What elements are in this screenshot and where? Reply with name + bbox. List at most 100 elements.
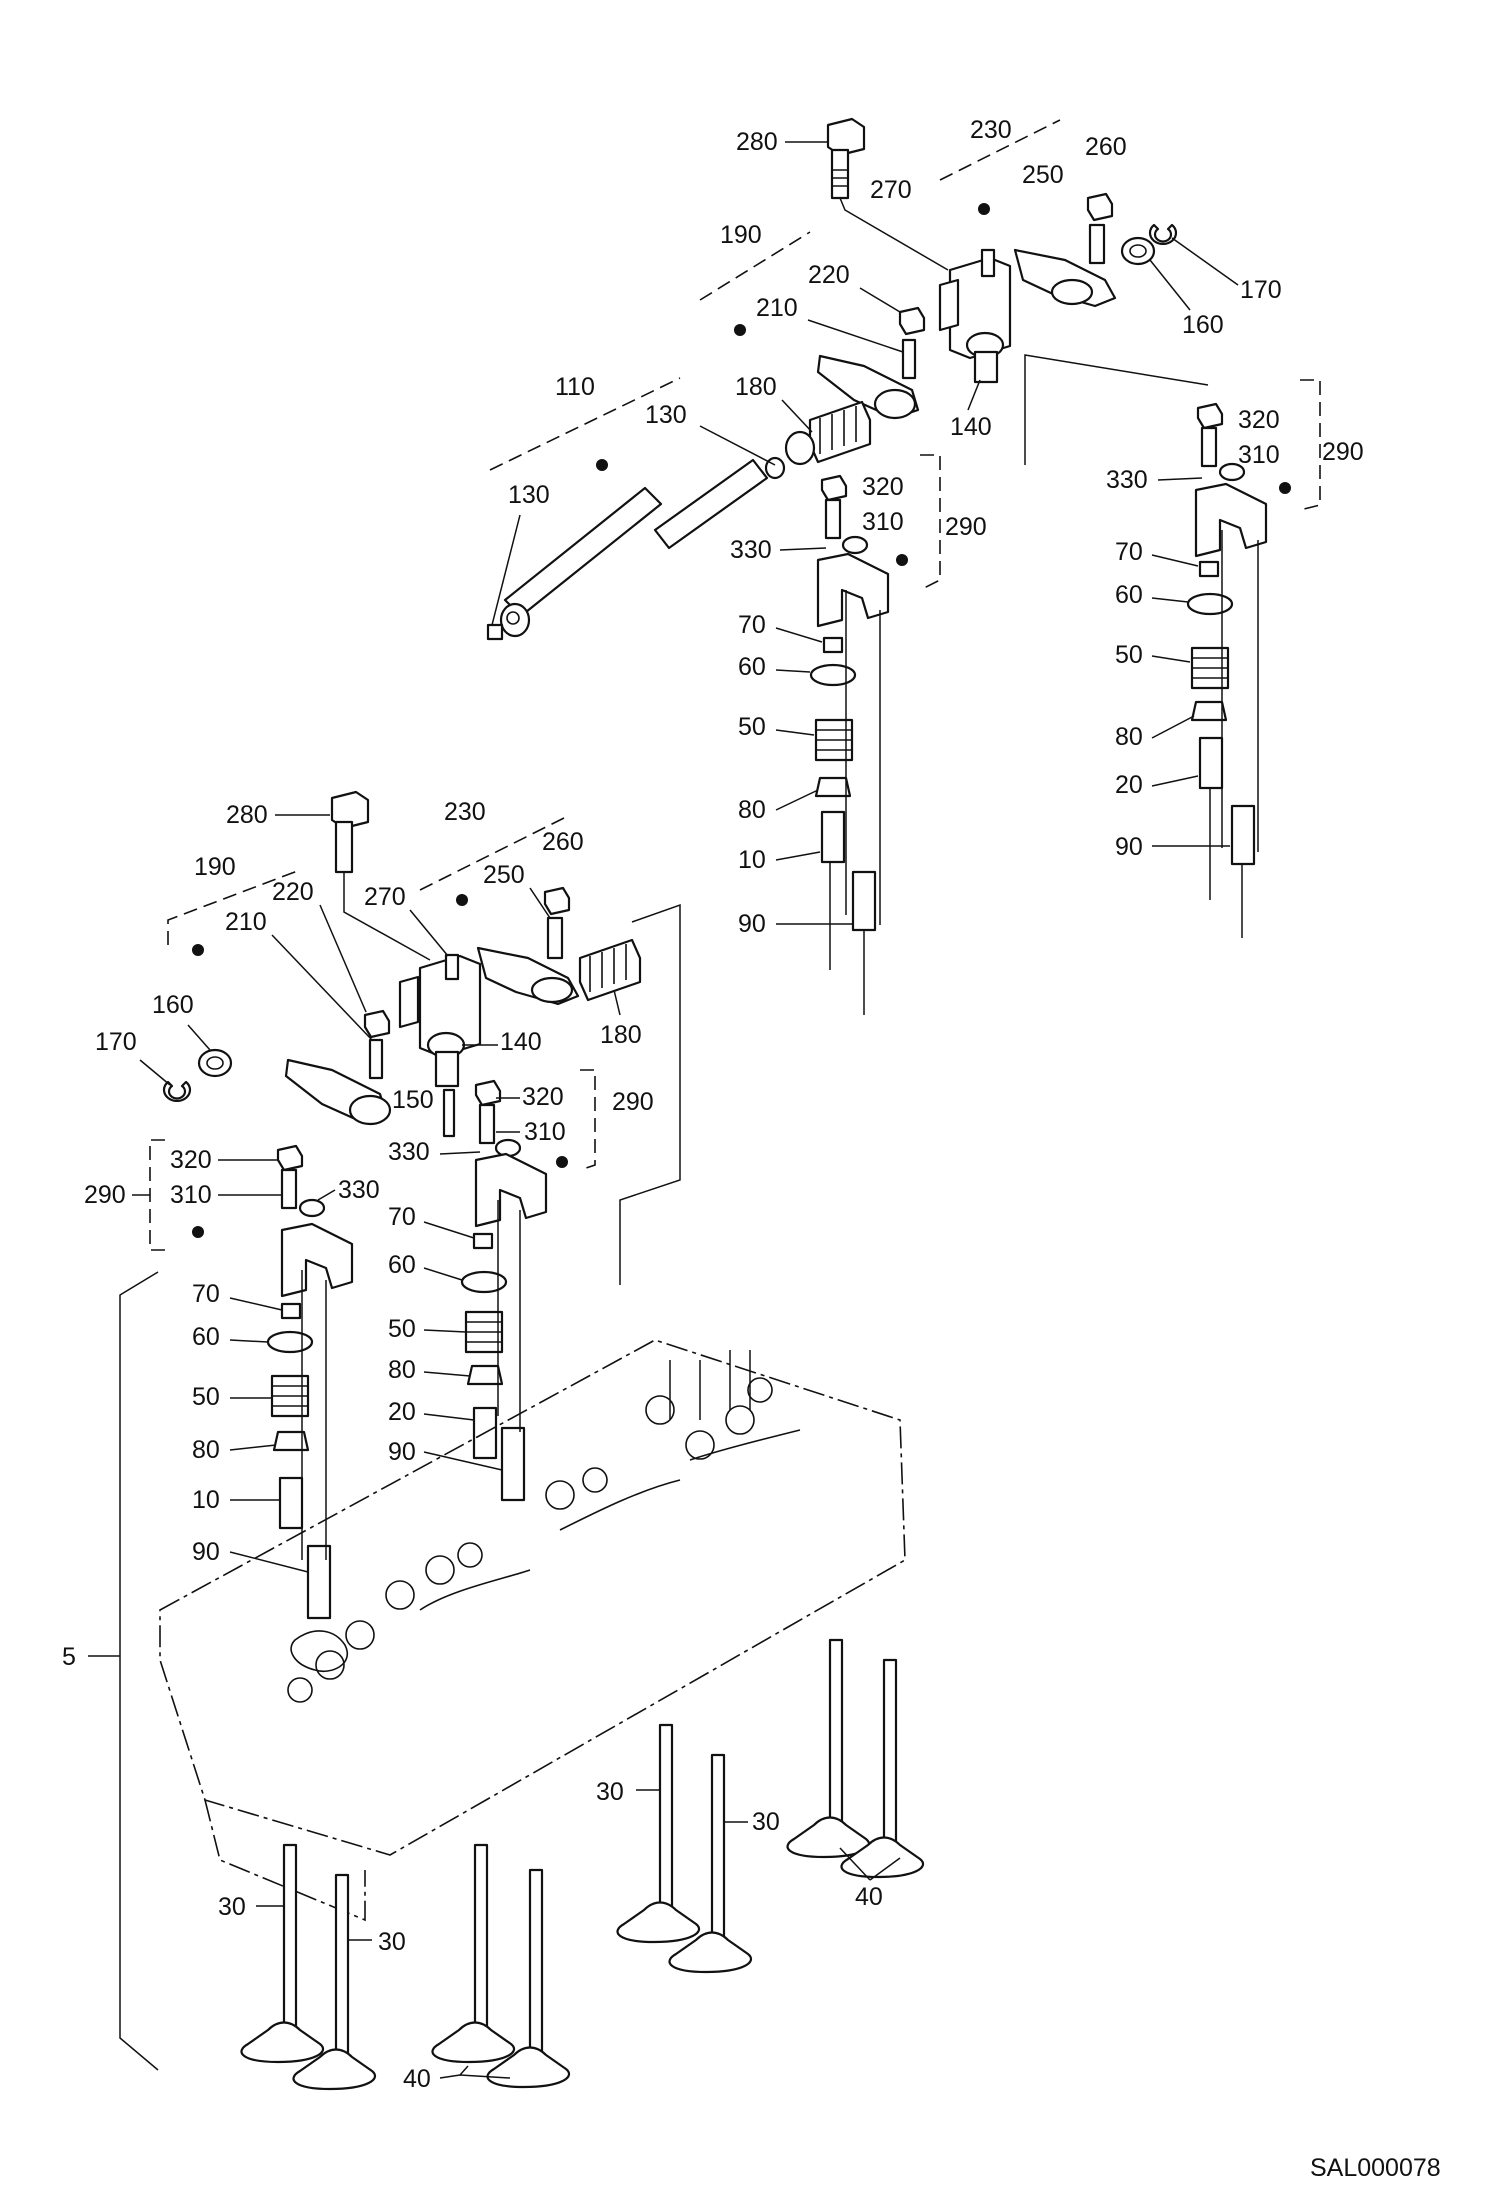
callout-60-lower-r: 60 [388,1251,416,1279]
callout-210-lower: 210 [225,908,267,936]
callout-10-lower-l: 10 [192,1486,220,1514]
callout-70-r: 70 [1115,538,1143,566]
callout-270-lower: 270 [364,883,406,911]
upper-bracket-290 [919,454,941,591]
lower-callouts: 280 230 190 260 220 250 210 270 160 170 … [62,798,654,1671]
callout-330-lower-r: 330 [388,1138,430,1166]
callout-170: 170 [1240,276,1282,304]
upper-bracket-190 [699,231,811,301]
callout-160-lower: 160 [152,991,194,1019]
callout-330-lower-l: 330 [338,1176,380,1204]
callout-50-lower-l: 50 [192,1383,220,1411]
lower-assembly [149,790,681,1620]
callout-60: 60 [738,653,766,681]
upper-bracket-110 [489,377,681,471]
callout-320: 320 [862,473,904,501]
callout-290: 290 [945,513,987,541]
upper-bridge-right [1186,402,1291,938]
valve-c [431,1843,516,2064]
callout-10: 10 [738,846,766,874]
callout-40-left: 40 [403,2065,431,2093]
callout-160: 160 [1182,311,1224,339]
callout-70-lower-l: 70 [192,1280,220,1308]
valve-a [240,1843,325,2064]
callout-170-lower: 170 [95,1028,137,1056]
upper-bridge-center [809,474,908,1015]
callout-290-r: 290 [1322,438,1364,466]
callout-60-lower-l: 60 [192,1323,220,1351]
callout-90-lower-r: 90 [388,1438,416,1466]
callout-20-r: 20 [1115,771,1143,799]
lower-bracket-230 [419,814,571,891]
callout-320-lower-r: 320 [522,1083,564,1111]
callout-30-a: 30 [218,1893,246,1921]
callout-80: 80 [738,796,766,824]
callout-330-r: 330 [1106,466,1148,494]
upper-callouts: 280 230 260 250 270 170 160 190 220 210 … [491,116,1364,938]
upper-pin [980,248,996,278]
callout-220-lower: 220 [272,878,314,906]
callout-280: 280 [736,128,778,156]
callout-310: 310 [862,508,904,536]
callout-80-lower-l: 80 [192,1436,220,1464]
upper-support [938,256,1012,384]
callout-140-lower: 140 [500,1028,542,1056]
callout-220: 220 [808,261,850,289]
callout-90-lower-l: 90 [192,1538,220,1566]
callout-280-lower: 280 [226,801,268,829]
callout-330: 330 [730,536,772,564]
callout-90: 90 [738,910,766,938]
lower-bracket-290-right [579,1069,596,1171]
valve-g [786,1638,871,1859]
callout-320-r: 320 [1238,406,1280,434]
callout-5: 5 [62,1643,76,1671]
callout-50: 50 [738,713,766,741]
valve-e [616,1723,701,1944]
upper-rocker-right [978,192,1117,308]
callout-150-lower: 150 [392,1086,434,1114]
callout-80-r: 80 [1115,723,1143,751]
callout-180-lower: 180 [600,1021,642,1049]
callout-90-r: 90 [1115,833,1143,861]
upper-shaft [486,456,786,641]
upper-assembly [486,117,1321,1015]
callout-140: 140 [950,413,992,441]
callout-310-r: 310 [1238,441,1280,469]
valve-callouts: 30 30 30 30 40 40 [218,1778,901,2093]
callout-210: 210 [756,294,798,322]
upper-ring [1120,236,1156,266]
upper-bracket-230 [939,119,1061,181]
callout-260-lower: 260 [542,828,584,856]
callout-130-end: 130 [508,481,550,509]
callout-290-lower-l: 290 [84,1181,126,1209]
valve-h [840,1658,925,1879]
callout-80-lower-r: 80 [388,1356,416,1384]
callout-50-lower-r: 50 [388,1315,416,1343]
callout-60-r: 60 [1115,581,1143,609]
upper-rocker-left [734,306,926,420]
callout-50-r: 50 [1115,641,1143,669]
callout-110: 110 [555,373,595,401]
valve-b [292,1873,377,2091]
callout-190: 190 [720,221,762,249]
callout-290-lower-r: 290 [612,1088,654,1116]
callout-40-right: 40 [855,1883,883,1911]
callout-310-lower-r: 310 [524,1118,566,1146]
drawing-reference-code: SAL000078 [1310,2154,1441,2182]
valve-f [668,1753,753,1974]
callout-260: 260 [1085,133,1127,161]
callout-230-lower: 230 [444,798,486,826]
callout-20-lower-r: 20 [388,1398,416,1426]
callout-30-d: 30 [752,1808,780,1836]
callout-70-lower-r: 70 [388,1203,416,1231]
callout-130-mid: 130 [645,401,687,429]
callout-230: 230 [970,116,1012,144]
callout-190-lower: 190 [194,853,236,881]
lower-bracket-290-left [149,1139,165,1251]
cylinder-head [159,1339,906,1922]
upper-washer [1148,223,1178,245]
callout-310-lower-l: 310 [170,1181,212,1209]
callout-30-b: 30 [378,1928,406,1956]
